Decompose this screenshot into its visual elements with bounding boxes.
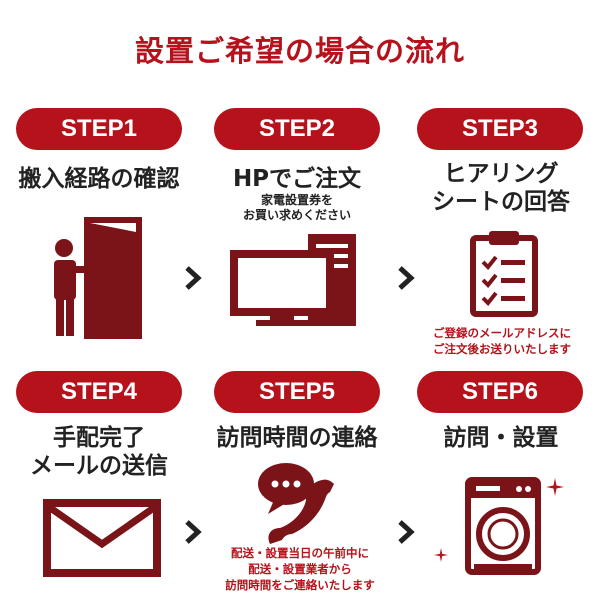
step2-heading: HPでご注文 bbox=[202, 165, 392, 193]
step1-badge: STEP1 bbox=[16, 108, 182, 150]
step4-badge: STEP4 bbox=[16, 371, 182, 413]
envelope-icon bbox=[43, 499, 161, 577]
step2-badge: STEP2 bbox=[214, 108, 380, 150]
step5-heading: 訪問時間の連絡 bbox=[202, 424, 392, 452]
step4-heading-line: メールの送信 bbox=[30, 453, 168, 479]
step3-badge: STEP3 bbox=[417, 108, 583, 150]
step5-note-line: 訪問時間をご連絡いたします bbox=[225, 578, 375, 592]
step5-note-line: 配送・設置業者から bbox=[248, 562, 352, 576]
phone-call-icon bbox=[258, 463, 334, 544]
step4-heading: 手配完了 メールの送信 bbox=[4, 424, 194, 480]
arrow-right-icon bbox=[398, 520, 415, 544]
washing-machine-icon bbox=[465, 477, 541, 575]
sparkle-icon bbox=[546, 478, 564, 496]
step5-heading-line: 訪問時間の連絡 bbox=[216, 425, 378, 451]
step1-heading: 搬入経路の確認 bbox=[4, 165, 194, 193]
step6-badge: STEP6 bbox=[417, 371, 583, 413]
step3-heading-line: シートの回答 bbox=[432, 189, 570, 215]
computer-icon bbox=[230, 234, 356, 326]
door-person-icon bbox=[54, 217, 142, 339]
step6-heading: 訪問・設置 bbox=[406, 424, 596, 452]
step2-subnote-line: 家電設置券を bbox=[260, 193, 333, 207]
sparkle-icon bbox=[434, 548, 448, 562]
page-title: 設置ご希望の場合の流れ bbox=[134, 34, 465, 68]
step2-subnote: 家電設置券を お買い求めください bbox=[202, 193, 392, 223]
step3-note: ご登録のメールアドレスに ご注文後お送りいたします bbox=[409, 325, 595, 357]
step6-heading-line: 訪問・設置 bbox=[443, 425, 559, 451]
step2-heading-line: HPでご注文 bbox=[232, 166, 362, 192]
step3-heading-line: ヒアリング bbox=[443, 161, 559, 187]
step5-badge: STEP5 bbox=[214, 371, 380, 413]
step4-heading-line: 手配完了 bbox=[53, 425, 145, 451]
step5-note-line: 配送・設置当日の午前中に bbox=[231, 546, 369, 560]
step1-heading-line: 搬入経路の確認 bbox=[18, 166, 180, 192]
arrow-right-icon bbox=[185, 266, 202, 290]
step5-note: 配送・設置当日の午前中に 配送・設置業者から 訪問時間をご連絡いたします bbox=[204, 545, 396, 593]
step2-subnote-line: お買い求めください bbox=[242, 208, 351, 222]
step3-note-line: ご登録のメールアドレスに bbox=[433, 326, 571, 340]
checklist-clipboard-icon bbox=[470, 231, 538, 317]
arrow-right-icon bbox=[398, 266, 415, 290]
step3-note-line: ご注文後お送りいたします bbox=[433, 342, 571, 356]
arrow-right-icon bbox=[185, 520, 202, 544]
step3-heading: ヒアリング シートの回答 bbox=[406, 160, 596, 216]
